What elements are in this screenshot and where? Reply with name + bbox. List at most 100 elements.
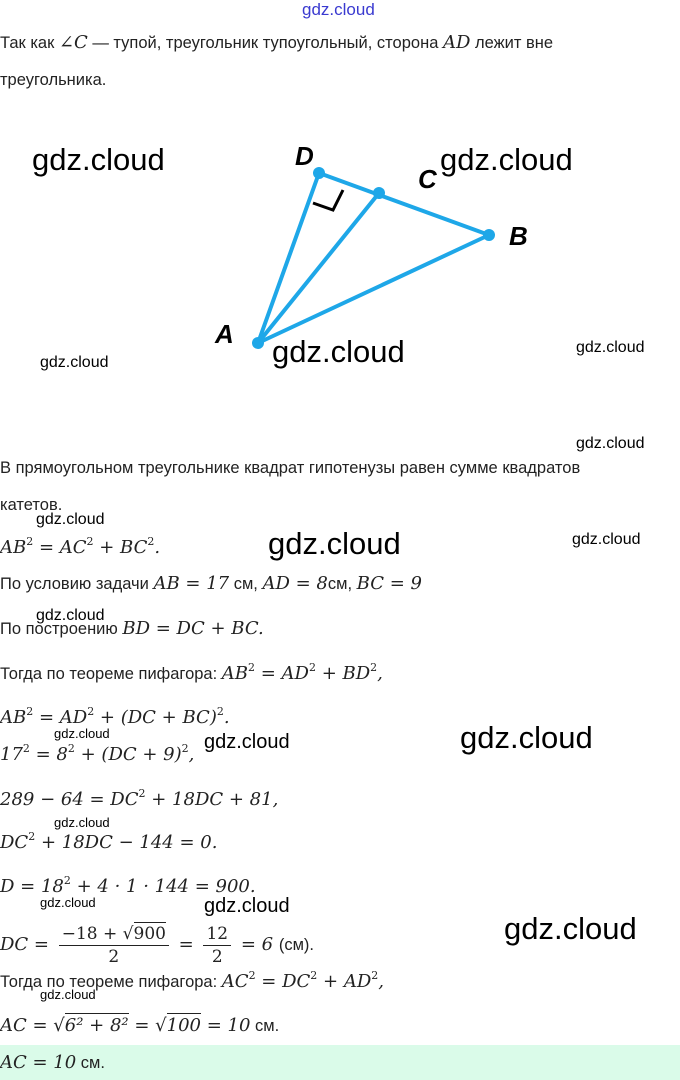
point-c	[373, 187, 385, 199]
text-line: AB2 = AD2 + (DC + BC)2.	[0, 706, 230, 730]
text-run: треугольника.	[0, 71, 107, 89]
watermark: gdz.cloud	[504, 911, 637, 946]
math-run: + BC	[93, 537, 148, 558]
watermark: gdz.cloud	[268, 526, 401, 561]
superscript: 2	[371, 969, 379, 982]
radicand: 100	[166, 1013, 202, 1036]
math-run: DC	[0, 832, 29, 853]
math-run: .	[154, 537, 161, 558]
math-run: + 18DC − 144 = 0.	[35, 832, 218, 853]
text-run: В прямоугольном треугольнике квадрат гип…	[0, 459, 581, 477]
watermark: gdz.cloud	[204, 731, 290, 753]
superscript: 2	[181, 742, 189, 755]
math-run: D = 18	[0, 876, 64, 897]
superscript: 2	[370, 661, 378, 674]
superscript: 2	[26, 705, 34, 718]
math-run: =	[172, 933, 200, 955]
math-run: AB	[221, 663, 249, 684]
segment-ab	[256, 233, 491, 345]
text-run: По условию задачи	[0, 575, 154, 593]
math-run: = AD	[33, 707, 88, 728]
text-run: Тогда по теореме пифагора:	[0, 665, 222, 683]
math-run: + 4 · 1 · 144 = 900.	[70, 876, 256, 897]
fraction-numerator: −18 + √900	[58, 922, 169, 946]
watermark: gdz.cloud	[272, 334, 405, 369]
math-run: 289 − 64 = DC	[0, 789, 139, 810]
text-run: Так как	[0, 34, 59, 52]
watermark: gdz.cloud	[576, 339, 645, 356]
fraction-denominator: 2	[211, 947, 223, 967]
point-a	[252, 337, 264, 349]
segment-ad	[256, 171, 321, 345]
text-line: треугольника.	[0, 68, 106, 92]
text-line: 289 − 64 = DC2 + 18DC + 81,	[0, 788, 278, 812]
watermark: gdz.cloud	[40, 987, 96, 1002]
math-run: = 6	[235, 933, 279, 955]
answer-line: AC = 10 см.	[0, 1051, 105, 1075]
point-b	[483, 229, 495, 241]
label-c: C	[418, 164, 438, 194]
math-run: = √	[128, 1015, 167, 1036]
math-run: + (DC + BC)	[94, 707, 217, 728]
text-line: По построению BD = DC + BC.	[0, 617, 264, 641]
watermark: gdz.cloud	[576, 435, 645, 452]
text-run: (см).	[278, 935, 314, 954]
watermark: gdz.cloud	[40, 895, 96, 910]
text-run: По построению	[0, 620, 123, 638]
watermark: gdz.cloud	[54, 815, 110, 830]
text-run: — тупой, треугольник тупоугольный, сторо…	[87, 34, 443, 52]
watermark: gdz.cloud	[572, 531, 641, 548]
superscript: 2	[26, 535, 34, 548]
watermark: gdz.cloud	[36, 607, 105, 624]
text-run: см.	[250, 1017, 280, 1035]
math-run: ,	[378, 971, 384, 992]
fraction-denominator: 2	[108, 947, 120, 967]
text-run: см.	[76, 1054, 105, 1072]
watermark: gdz.cloud	[36, 511, 105, 528]
math-run: + 18DC + 81,	[145, 789, 279, 810]
text-line: По условию задачи AB = 17 см, AD = 8см, …	[0, 572, 422, 596]
text-run: катетов.	[0, 496, 63, 514]
math-run: + AD	[317, 971, 372, 992]
math-run: = 10	[201, 1015, 251, 1036]
math-run: AD	[442, 32, 471, 53]
watermark: gdz.cloud	[40, 354, 109, 371]
text-line: D = 182 + 4 · 1 · 144 = 900.	[0, 875, 256, 899]
superscript: 2	[216, 705, 224, 718]
math-run: AC = √	[0, 1015, 65, 1036]
text-line: 172 = 82 + (DC + 9)2,	[0, 743, 194, 767]
math-run: ,	[188, 744, 195, 765]
math-run: AC	[221, 971, 249, 992]
text-run: лежит вне	[470, 34, 554, 52]
superscript: 2	[248, 969, 256, 982]
superscript: 2	[147, 535, 155, 548]
radicand: 6² + 8²	[64, 1013, 129, 1036]
superscript: 2	[22, 742, 30, 755]
text-line: DC2 + 18DC − 144 = 0.	[0, 831, 217, 855]
math-run: ∠C	[58, 32, 88, 53]
text-line: AB2 = AC2 + BC2.	[0, 536, 160, 560]
superscript: 2	[138, 787, 146, 800]
text-line: AC = √6² + 8² = √100 = 10 см.	[0, 1013, 280, 1038]
segment-ac	[256, 191, 381, 345]
text-run: см,	[229, 575, 263, 593]
math-run: ,	[377, 663, 383, 684]
math-run: AB = 17	[153, 573, 230, 594]
math-run: DC =	[0, 933, 55, 955]
watermark: gdz.cloud	[440, 142, 573, 177]
segment-db	[317, 171, 491, 237]
superscript: 2	[63, 874, 71, 887]
right-angle-mark	[312, 189, 345, 212]
math-run: AC = 10	[0, 1052, 77, 1073]
answer-box: AC = 10 см.	[0, 1045, 680, 1080]
math-run: + BD	[315, 663, 371, 684]
label-a: A	[214, 319, 234, 349]
watermark: gdz.cloud	[460, 720, 593, 755]
math-run: = AC	[33, 537, 87, 558]
superscript: 2	[28, 830, 36, 843]
superscript: 2	[308, 661, 316, 674]
text-line: Тогда по теореме пифагора: AC2 = DC2 + A…	[0, 970, 384, 994]
